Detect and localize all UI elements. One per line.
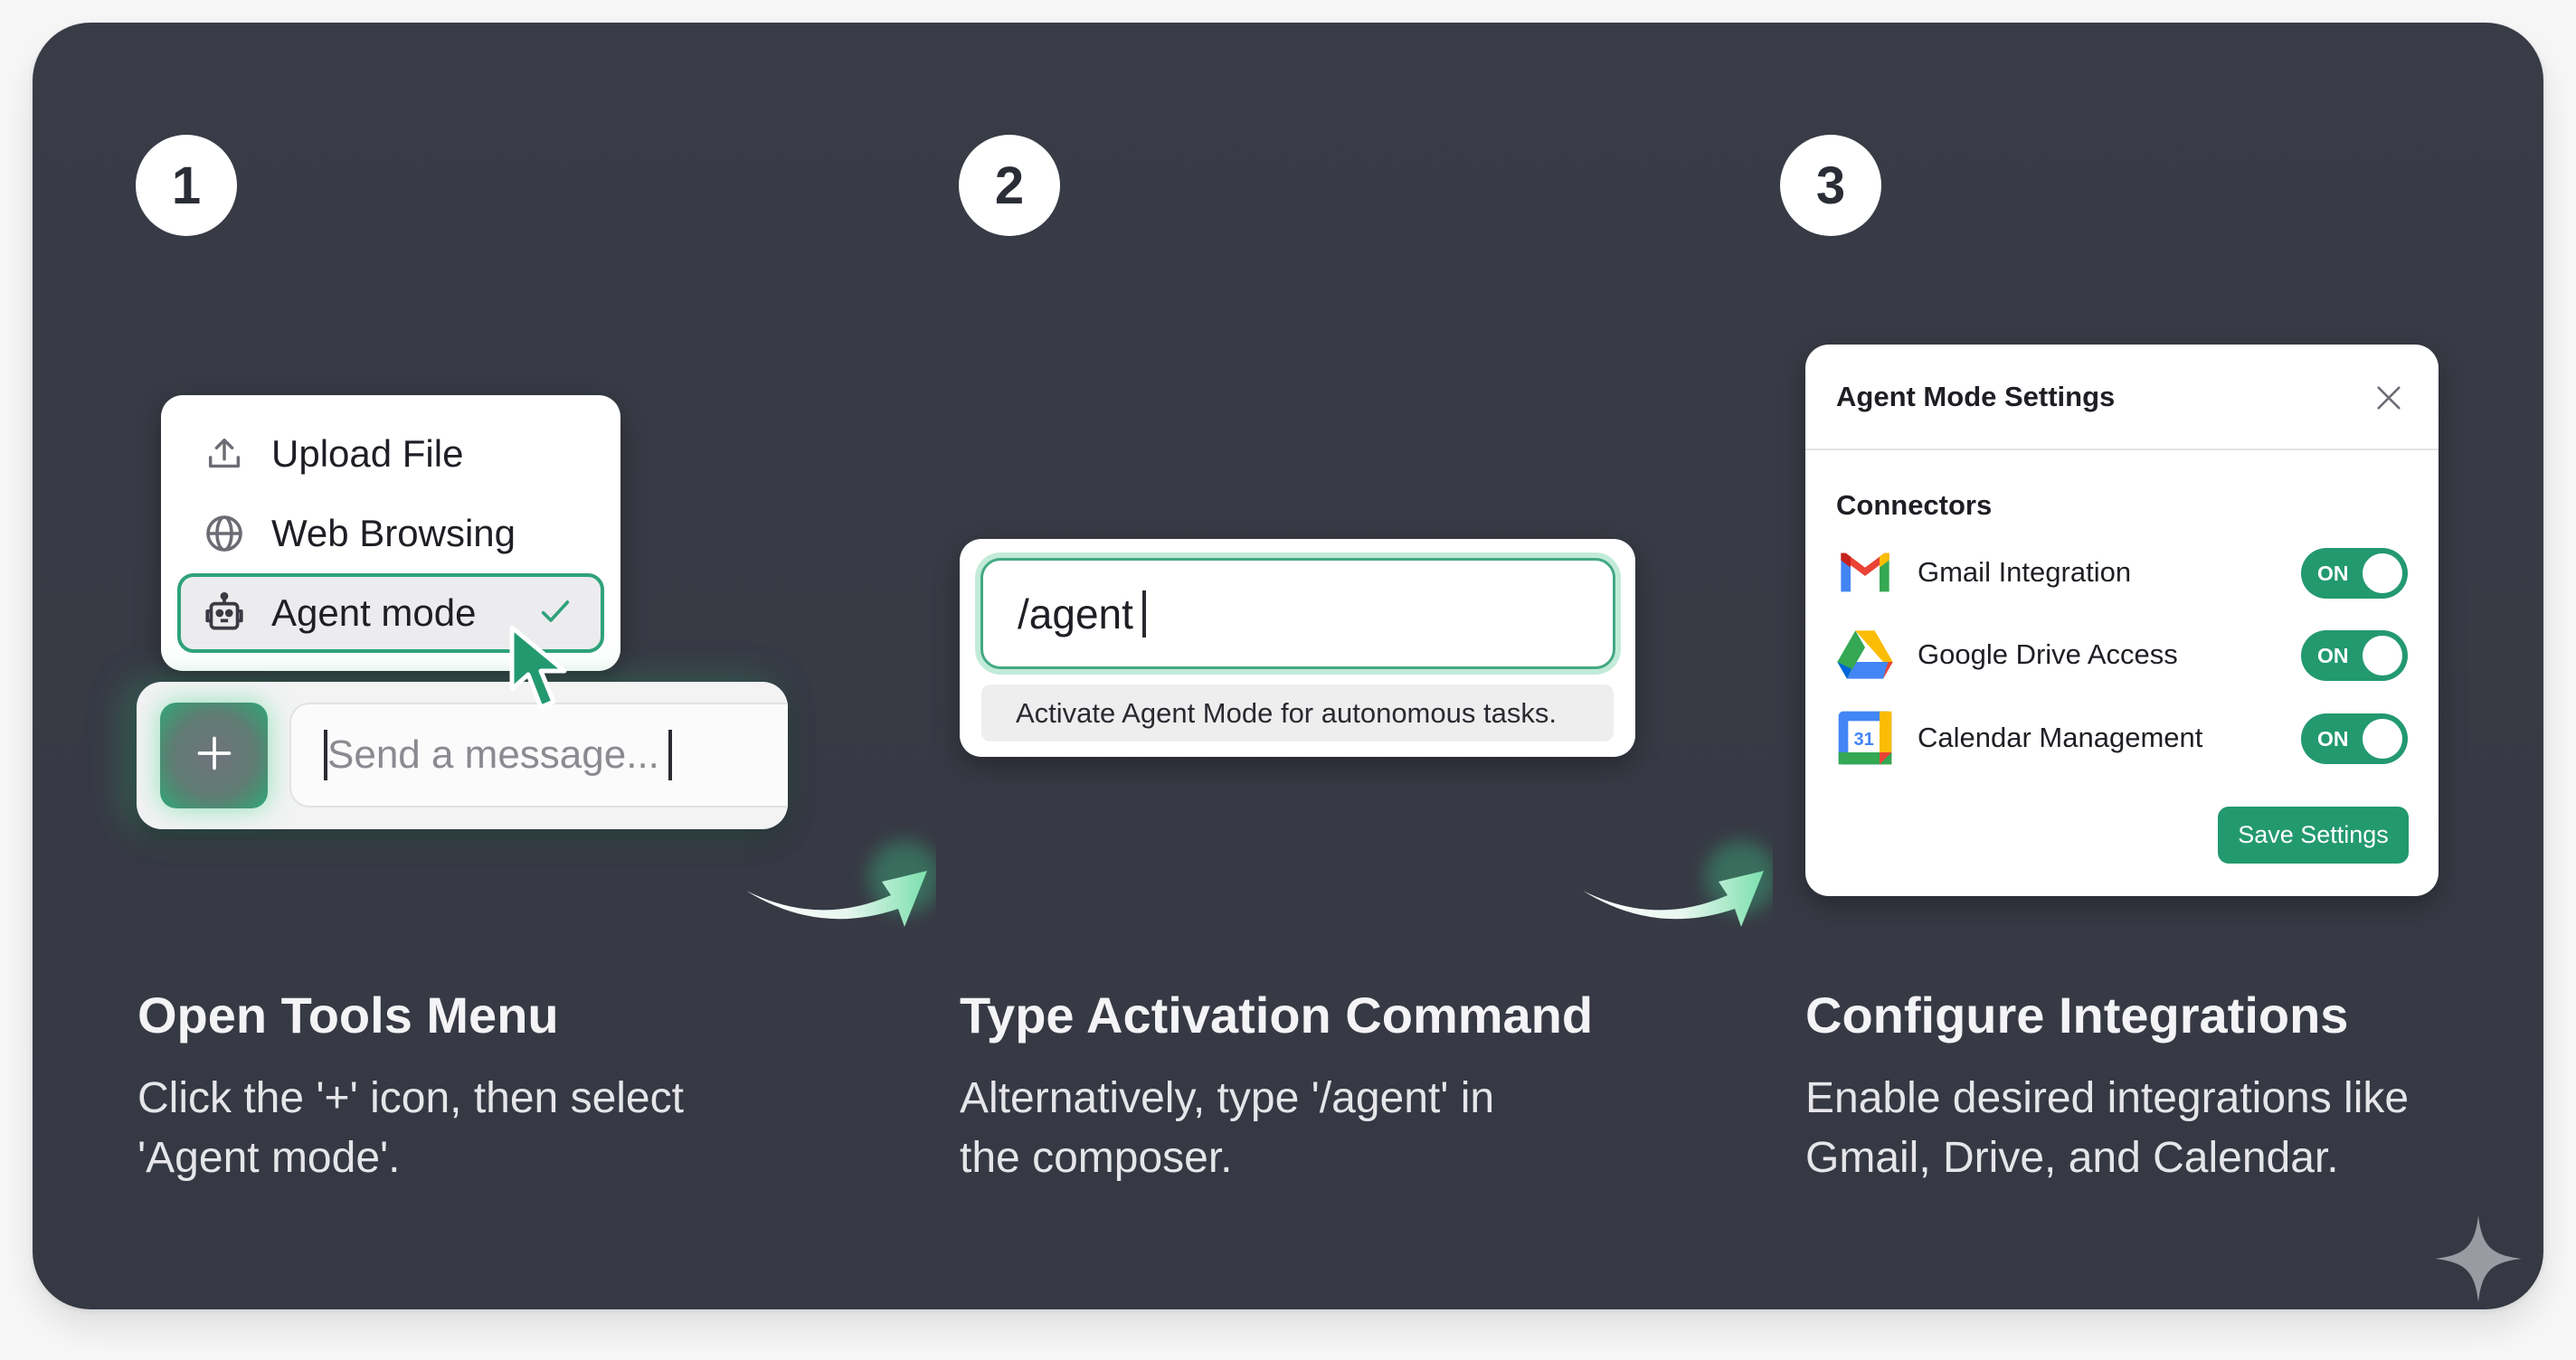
toggle-knob	[2363, 719, 2402, 759]
plus-icon	[194, 733, 234, 778]
upload-icon	[201, 430, 248, 477]
menu-item-agent-mode[interactable]: Agent mode	[177, 573, 604, 653]
connectors-label: Connectors	[1836, 489, 1993, 521]
step-number-3: 3	[1780, 135, 1881, 236]
connector-row-calendar: 31 Calendar Management ON	[1836, 706, 2408, 770]
text-caret	[1141, 590, 1146, 638]
robot-icon	[201, 590, 248, 637]
description-line: Enable desired integrations like	[1805, 1074, 2410, 1122]
step-2-description: Alternatively, type '/agent' in the comp…	[960, 1069, 1683, 1188]
menu-item-upload-file[interactable]: Upload File	[177, 414, 604, 494]
google-drive-toggle[interactable]: ON	[2301, 630, 2408, 681]
connector-label: Google Drive Access	[1918, 638, 2178, 670]
connector-row-google-drive: Google Drive Access ON	[1836, 623, 2408, 686]
command-composer: /agent Activate Agent Mode for autonomou…	[960, 539, 1635, 757]
description-line: the composer.	[960, 1134, 1233, 1182]
step-3-title: Configure Integrations	[1805, 987, 2349, 1044]
toggle-state: ON	[2317, 727, 2349, 751]
text-caret	[324, 730, 327, 780]
sparkle-icon	[2435, 1215, 2522, 1302]
message-composer: Send a message...	[137, 682, 788, 829]
connector-label: Calendar Management	[1918, 722, 2203, 753]
next-step-arrow-icon	[1583, 841, 1773, 927]
command-input-value: /agent	[1018, 590, 1133, 638]
tools-menu: Upload File Web Browsing Agent mode	[161, 395, 620, 671]
step-1-title: Open Tools Menu	[137, 987, 559, 1044]
toggle-state: ON	[2317, 644, 2349, 667]
toggle-state: ON	[2317, 562, 2349, 585]
description-line: 'Agent mode'.	[137, 1134, 401, 1182]
dialog-title: Agent Mode Settings	[1836, 381, 2116, 412]
agent-mode-settings-dialog: Agent Mode Settings Connectors Gmail Int…	[1805, 345, 2439, 896]
message-placeholder: Send a message...	[327, 732, 659, 777]
step-number-1: 1	[136, 135, 237, 236]
step-1-description: Click the '+' icon, then select 'Agent m…	[137, 1069, 861, 1188]
connector-label: Gmail Integration	[1918, 556, 2132, 588]
menu-item-label: Agent mode	[271, 591, 477, 634]
google-calendar-icon: 31	[1838, 711, 1892, 765]
message-input[interactable]: Send a message...	[289, 703, 788, 808]
step-3-description: Enable desired integrations like Gmail, …	[1805, 1069, 2547, 1188]
mouse-cursor-icon	[509, 625, 567, 710]
step-2-title: Type Activation Command	[960, 987, 1594, 1044]
plus-button[interactable]	[160, 703, 268, 808]
connector-row-gmail: Gmail Integration ON	[1836, 541, 2408, 604]
command-hint-text: Activate Agent Mode for autonomous tasks…	[1016, 696, 1557, 729]
menu-item-web-browsing[interactable]: Web Browsing	[177, 494, 604, 573]
close-icon[interactable]	[2373, 382, 2404, 413]
step-number-2: 2	[959, 135, 1060, 236]
menu-item-label: Upload File	[271, 432, 464, 475]
description-line: Click the '+' icon, then select	[137, 1074, 684, 1122]
text-caret	[668, 730, 672, 780]
menu-item-label: Web Browsing	[271, 512, 516, 554]
description-line: Alternatively, type '/agent' in	[960, 1074, 1495, 1122]
save-settings-button[interactable]: Save Settings	[2218, 807, 2409, 864]
calendar-toggle[interactable]: ON	[2301, 713, 2408, 764]
command-input[interactable]: /agent	[980, 558, 1615, 669]
google-drive-icon	[1837, 630, 1893, 679]
gmail-toggle[interactable]: ON	[2301, 548, 2408, 599]
toggle-knob	[2363, 553, 2402, 593]
next-step-arrow-icon	[746, 841, 936, 927]
command-suggestion[interactable]: Activate Agent Mode for autonomous tasks…	[981, 685, 1614, 741]
gmail-icon	[1841, 552, 1889, 592]
svg-text:31: 31	[1854, 730, 1874, 750]
dialog-divider	[1805, 449, 2439, 450]
globe-icon	[201, 510, 248, 557]
checkmark-icon	[537, 593, 573, 638]
description-line: Gmail, Drive, and Calendar.	[1805, 1134, 2339, 1182]
toggle-knob	[2363, 636, 2402, 675]
